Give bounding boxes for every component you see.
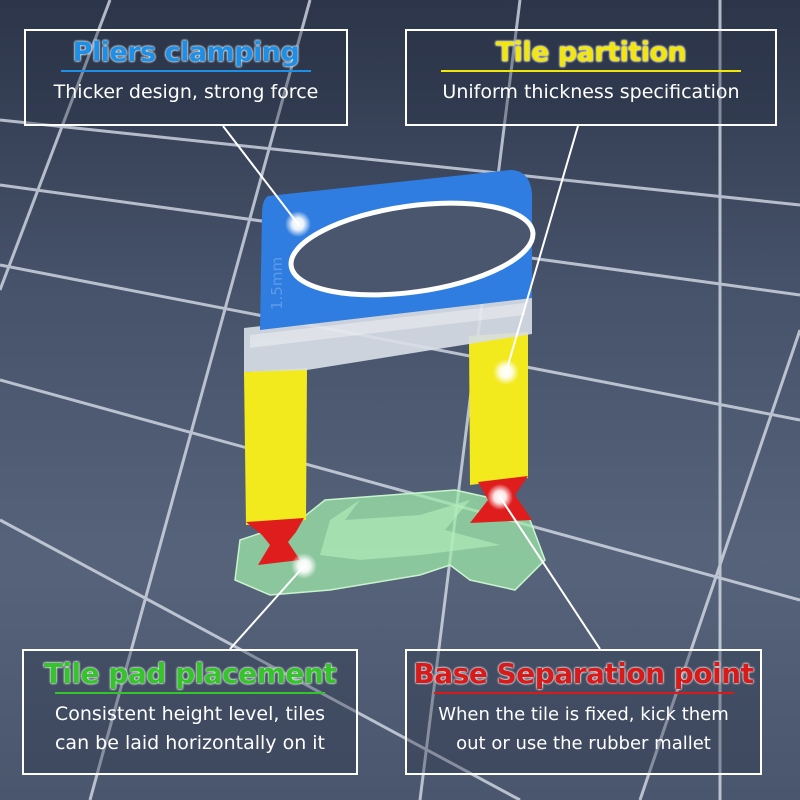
tile-partition-band [244, 296, 532, 372]
tile-pad-placement-title: Tile pad placement [43, 657, 337, 690]
pad-marker-icon [291, 553, 317, 579]
base-separation-title: Base Separation point [413, 657, 754, 690]
partition-pointer-line [505, 125, 579, 373]
tile-pad-placement-callout: Tile pad placement Consistent height lev… [22, 649, 358, 775]
pliers-pointer-line [222, 125, 299, 225]
base-separation-description-line-1: When the tile is fixed, kick them [438, 704, 729, 725]
partition-shine [250, 303, 525, 348]
pliers-clamping-callout: Pliers clamping Thicker design, strong f… [24, 29, 348, 126]
separation-marker-icon [487, 484, 513, 510]
tile-pad-description-line-1: Consistent height level, tiles [54, 703, 326, 725]
pliers-title-underline [61, 70, 311, 72]
base-separation-description-line-2: out or use the rubber mallet [456, 733, 711, 754]
separation-title-underline [433, 692, 734, 694]
tile-pad-arrow [320, 500, 500, 560]
tile-partition-title: Tile partition [495, 37, 687, 68]
pliers-clamping-title: Pliers clamping [72, 37, 300, 68]
pad-pointer-line [229, 565, 305, 650]
pad-title-underline [55, 692, 325, 694]
tile-partition-description: Uniform thickness specification [442, 81, 740, 103]
partition-title-underline [441, 70, 741, 72]
base-separation-callout: Base Separation point When the tile is f… [405, 649, 762, 775]
left-separation-point [246, 518, 304, 565]
clip-right-leg [469, 332, 528, 485]
pliers-clamping-description: Thicker design, strong force [53, 81, 319, 103]
clip-left-leg [244, 368, 307, 525]
glowing-dot-markers [285, 211, 519, 579]
pliers-marker-icon [285, 211, 311, 237]
size-mark-text: 1.5mm [268, 257, 286, 310]
pointer-lines [222, 125, 601, 650]
tile-partition-callout: Tile partition Uniform thickness specifi… [405, 29, 777, 126]
separation-pointer-line [499, 496, 601, 650]
clip-oval-hole [288, 200, 536, 298]
partition-marker-icon [493, 359, 519, 385]
tile-pad-description-line-2: can be laid horizontally on it [54, 732, 326, 754]
